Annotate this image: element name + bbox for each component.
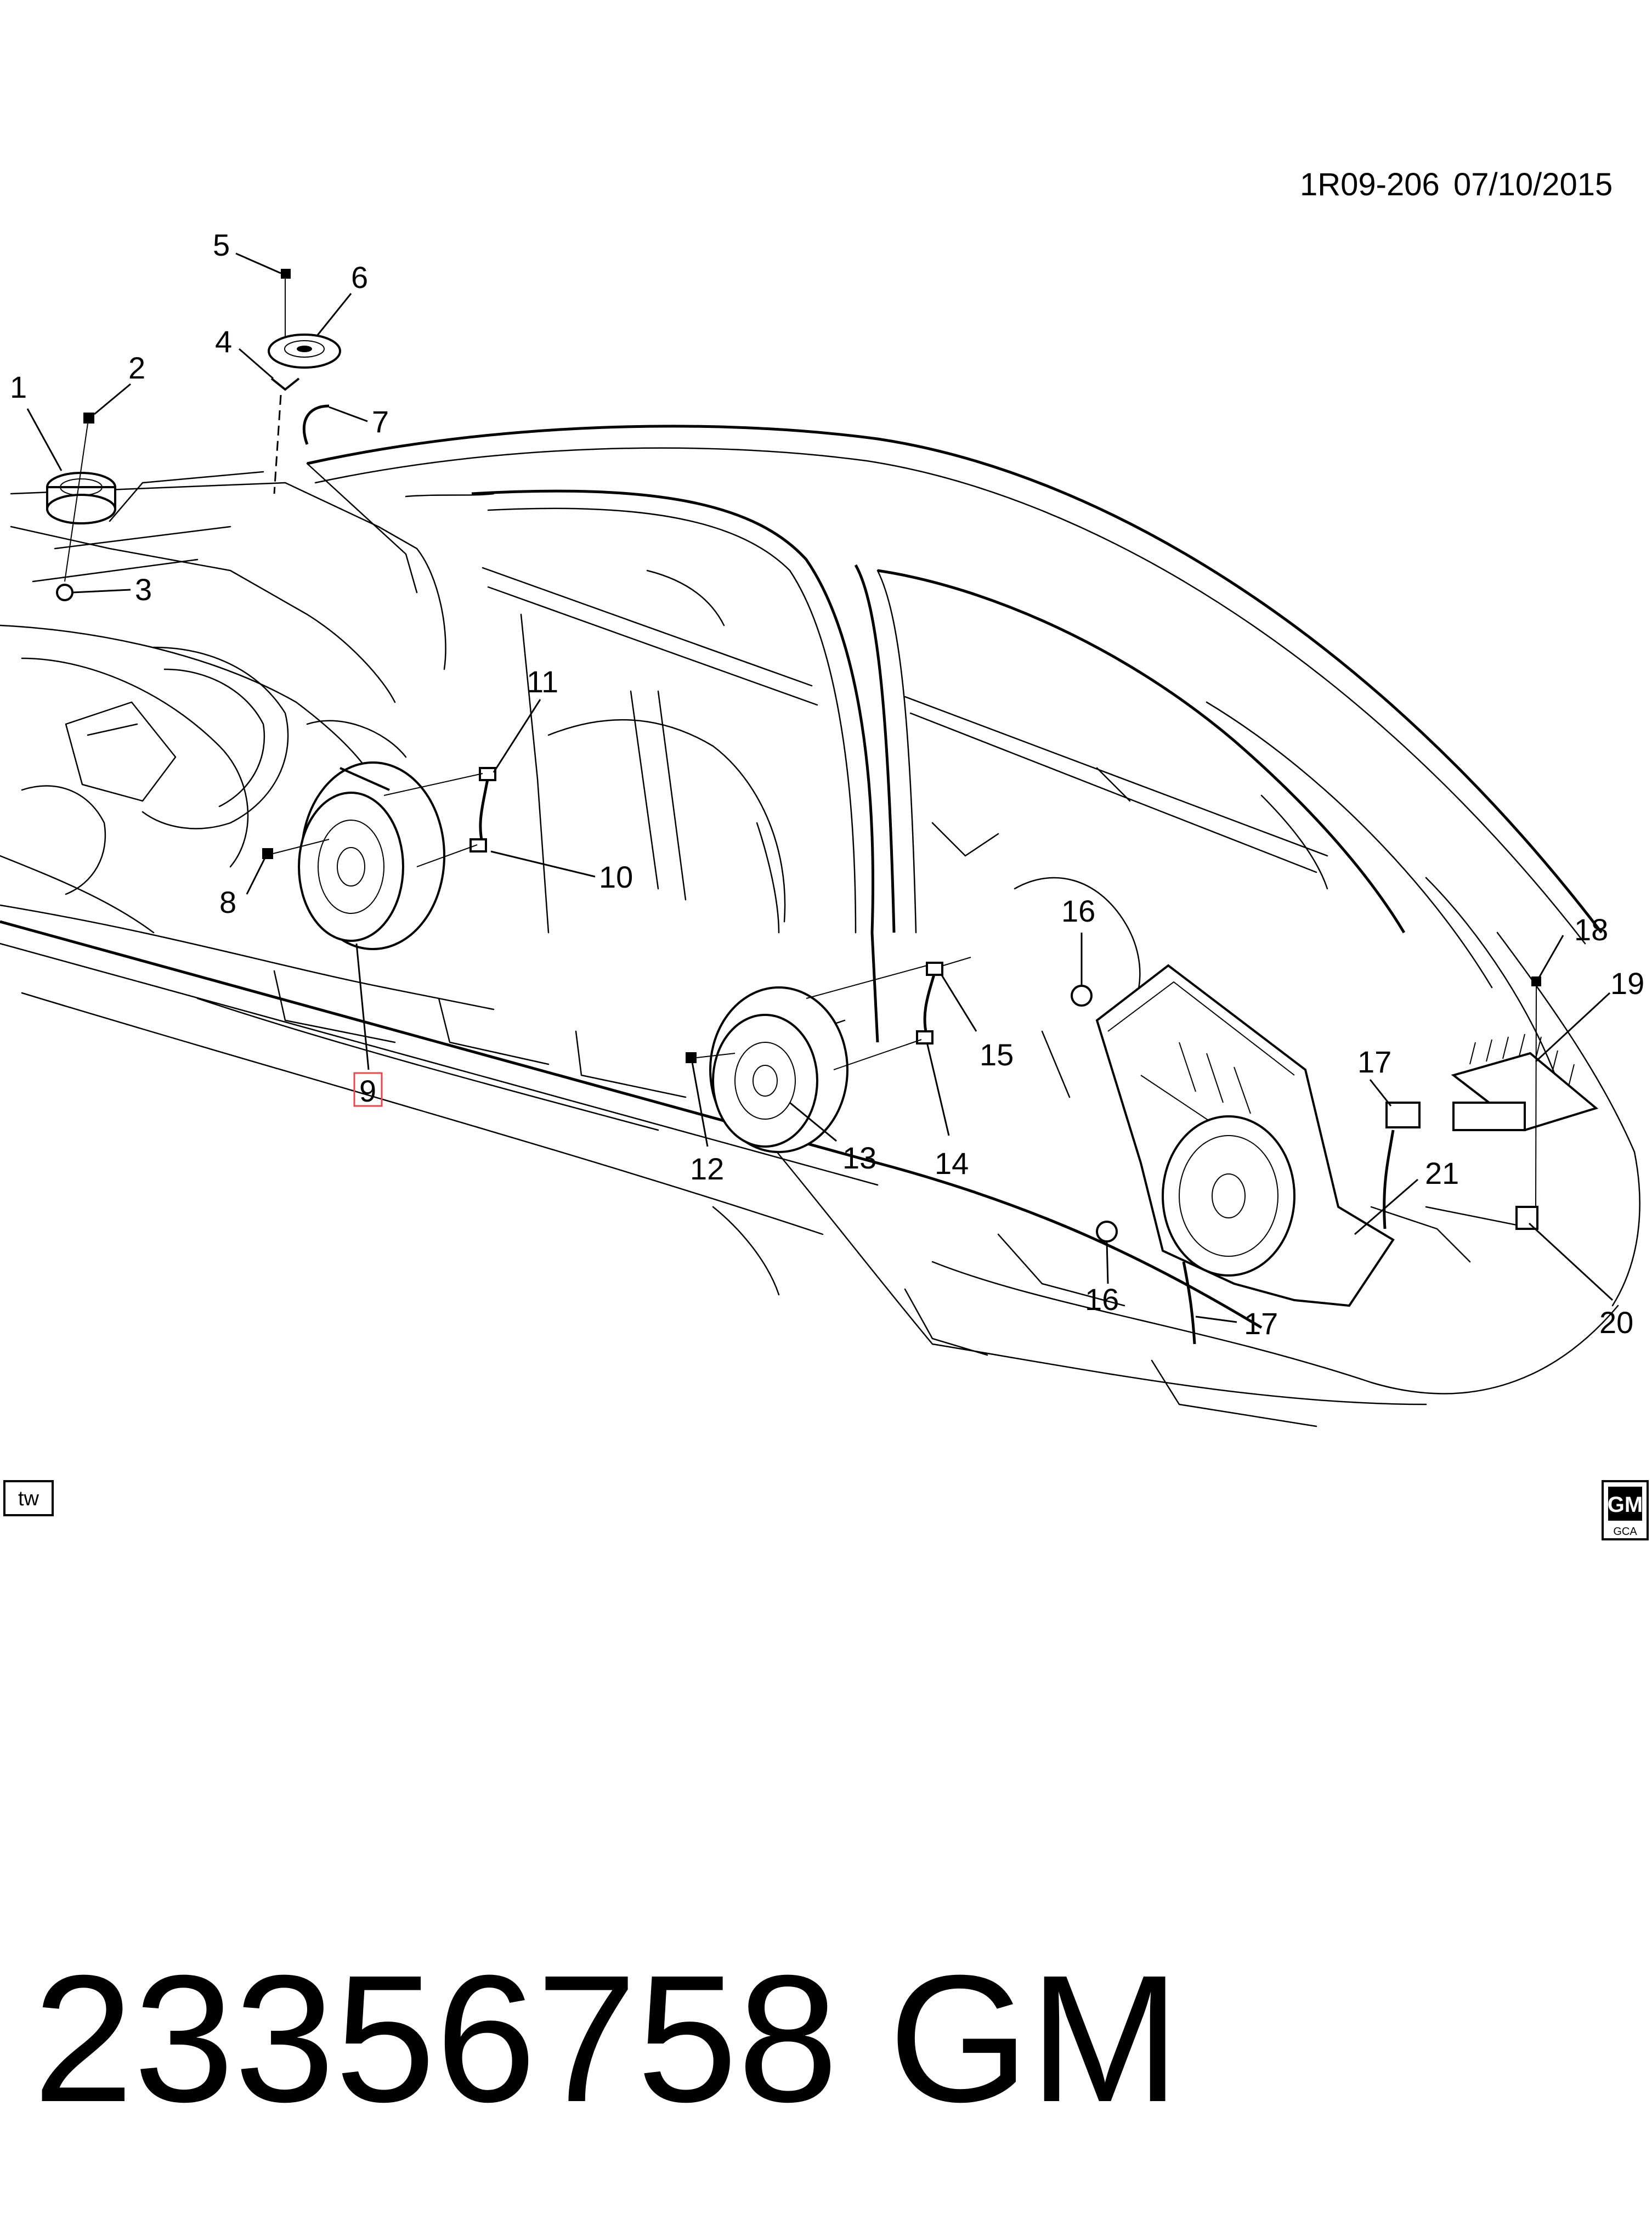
callout-20[interactable]: 20: [1599, 1305, 1633, 1340]
callout-19[interactable]: 19: [1610, 966, 1644, 1001]
brand-name: GM: [889, 1937, 1180, 2139]
leader-lines: [26, 252, 1614, 1323]
callout-16-upper[interactable]: 16: [1061, 894, 1095, 928]
callout-17-upper[interactable]: 17: [1357, 1045, 1391, 1079]
part-16-grommet-upper: [1071, 985, 1093, 1007]
part-2-bolt: [64, 413, 94, 582]
part-17-harness-upper: [1383, 1130, 1395, 1229]
part-21-subwoofer-enclosure: [1095, 964, 1395, 1307]
vehicle-body-illustration: [0, 425, 1640, 1427]
part-9-front-door-speaker: [298, 761, 445, 950]
part-number: 23356758: [33, 1937, 838, 2139]
callout-labels: 1 2 3 4 5 6 7 8 9 10 11 12 13 14 15 16 1…: [10, 228, 1644, 1341]
part-3-nut: [56, 584, 73, 601]
callout-4[interactable]: 4: [215, 324, 232, 359]
part-17-harness-lower: [1182, 1261, 1196, 1345]
svg-text:tw: tw: [18, 1487, 39, 1510]
callout-14[interactable]: 14: [935, 1146, 969, 1181]
callout-21[interactable]: 21: [1425, 1156, 1459, 1190]
part-12-screw: [686, 1052, 736, 1063]
part-5-bolt: [281, 269, 291, 340]
callout-5[interactable]: 5: [213, 228, 230, 262]
callout-9-highlight-box: [353, 1072, 383, 1107]
diagram-date: 07/10/2015: [1453, 167, 1613, 202]
callout-18[interactable]: 18: [1574, 912, 1608, 947]
part-19-amplifier: [1451, 1034, 1599, 1132]
part-4-clip: [270, 377, 300, 494]
callout-10[interactable]: 10: [599, 860, 633, 894]
callout-13[interactable]: 13: [842, 1141, 876, 1175]
part-7-harness: [302, 404, 330, 445]
part-17-connector-upper: [1385, 1102, 1421, 1128]
part-8-screw: [262, 839, 330, 859]
callout-3[interactable]: 3: [135, 572, 152, 607]
part-1-tweeter: [46, 472, 116, 524]
callout-1[interactable]: 1: [10, 370, 27, 404]
gm-logo-badge: GM GCA: [1602, 1480, 1649, 1540]
part-14-15-harness: [806, 957, 971, 1070]
part-13-rear-door-speaker: [709, 986, 848, 1153]
part-18-bolt: [1531, 976, 1541, 1207]
callout-12[interactable]: 12: [690, 1151, 724, 1186]
callout-9[interactable]: 9: [359, 1074, 376, 1108]
part-10-11-harness: [383, 767, 496, 867]
part-16-grommet-lower: [1096, 1221, 1118, 1243]
part-6-tweeter: [268, 334, 341, 369]
callout-2[interactable]: 2: [128, 351, 145, 385]
tw-badge: tw: [3, 1480, 54, 1516]
callout-17-lower[interactable]: 17: [1244, 1306, 1278, 1341]
callout-6[interactable]: 6: [351, 260, 368, 295]
callout-11[interactable]: 11: [527, 664, 558, 699]
callout-7[interactable]: 7: [372, 404, 389, 439]
part-20-bracket: [1515, 1206, 1538, 1230]
callout-16-lower[interactable]: 16: [1085, 1282, 1119, 1317]
callout-8[interactable]: 8: [219, 885, 236, 919]
svg-text:GCA: GCA: [1613, 1526, 1637, 1538]
svg-text:GM: GM: [1608, 1493, 1643, 1517]
diagram-code: 1R09-206: [1300, 167, 1440, 202]
callout-15[interactable]: 15: [980, 1037, 1014, 1072]
